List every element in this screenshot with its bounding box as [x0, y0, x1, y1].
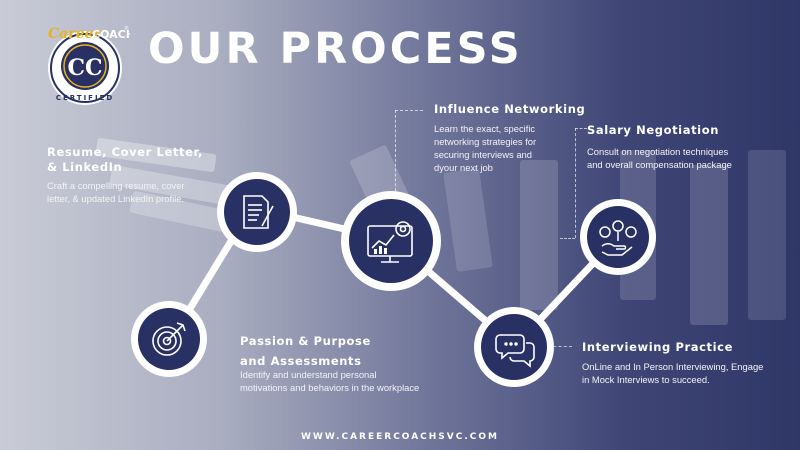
- website-url[interactable]: WWW.CAREERCOACHSVC.COM: [301, 432, 499, 442]
- hand-coins-icon: [599, 220, 637, 256]
- step-desc-passion: Identify and understand personal motivat…: [240, 369, 420, 393]
- step-desc-interviewing: OnLine and In Person Interviewing, Engag…: [582, 361, 764, 385]
- document-pen-icon: [243, 195, 274, 229]
- step-heading-interviewing: Interviewing Practice: [582, 340, 733, 354]
- step-node-passion: [131, 301, 207, 377]
- logo-certified-text: CERTIFIED: [56, 94, 114, 102]
- careercoach-certified-logo: CC Career COACH ® CERTIFIED: [48, 25, 130, 105]
- step-desc-networking: Learn the exact, specific networking str…: [434, 123, 537, 173]
- step-node-salary: [580, 199, 656, 275]
- leader-line-networking: [395, 110, 396, 196]
- page-title: OUR PROCESS: [148, 24, 523, 74]
- step-node-interviewing: [474, 307, 554, 387]
- logo-coach-text: COACH: [92, 28, 130, 41]
- leader-line-salary: [575, 128, 576, 238]
- leader-line-salary-h: [575, 128, 587, 129]
- step-heading-resume: Resume, Cover Letter, & LinkedIn: [47, 145, 204, 174]
- step-heading-networking: Influence Networking: [434, 102, 586, 116]
- chat-bubbles-icon: [495, 334, 535, 368]
- leader-line-networking-h: [395, 110, 423, 111]
- step-heading-salary: Salary Negotiation: [587, 123, 719, 137]
- step-node-networking: [341, 191, 441, 291]
- step-heading-passion: Passion & Purpose and Assessments: [240, 334, 371, 368]
- leader-line-salary-bottom: [560, 238, 575, 239]
- logo-monogram: CC: [67, 55, 102, 81]
- logo-trademark: ®: [124, 25, 129, 32]
- step-node-resume: [217, 172, 297, 252]
- leader-line-interview: [548, 346, 572, 347]
- monitor-gear-chart-icon: [367, 221, 413, 263]
- step-desc-salary: Consult on negotiation techniques and ov…: [587, 146, 732, 170]
- step-desc-resume: Craft a compelling resume, cover letter,…: [47, 180, 185, 204]
- logo-career-text: Career: [48, 26, 102, 42]
- target-arrow-icon: [152, 322, 186, 356]
